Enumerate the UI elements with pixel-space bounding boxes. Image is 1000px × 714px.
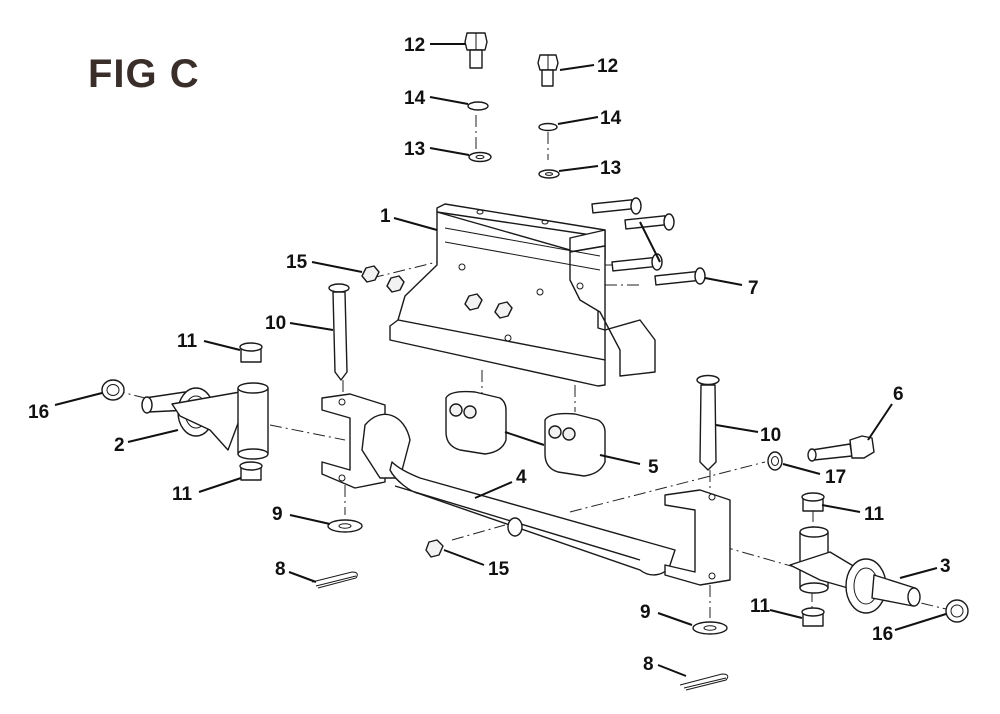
callout-5: 5 <box>648 457 659 478</box>
callout-9-right: 9 <box>640 602 651 623</box>
part-9-washer-right <box>692 621 728 635</box>
figure-title: FIG C <box>88 52 200 96</box>
part-5-block-left <box>445 390 507 455</box>
callout-16-right: 16 <box>872 624 893 645</box>
part-14-lockwasher-right <box>538 122 558 132</box>
part-4-axle <box>321 393 731 586</box>
part-10-pin-left <box>328 283 350 381</box>
callout-12-left: 12 <box>404 35 425 56</box>
callout-11-top-left: 11 <box>177 331 198 352</box>
part-12-bolt-right <box>537 54 559 87</box>
callout-17: 17 <box>825 467 846 488</box>
part-13-washer-right <box>538 169 560 179</box>
callout-4: 4 <box>516 467 527 488</box>
part-8-cotter-pin-left <box>311 571 358 589</box>
callout-14-right: 14 <box>600 108 622 129</box>
callout-15-upper: 15 <box>286 252 308 273</box>
callout-7: 7 <box>748 278 759 299</box>
part-5-block-right <box>544 412 606 477</box>
callout-8-right: 8 <box>643 654 654 675</box>
part-6-pivot-bolt <box>807 435 875 462</box>
part-11-bushing-bottom-right <box>801 607 825 627</box>
part-13-washer-left <box>468 151 492 163</box>
callout-10-right: 10 <box>760 425 781 446</box>
callout-11-top-right: 11 <box>864 504 885 525</box>
part-12-bolt-left <box>464 32 488 69</box>
part-17-washer <box>767 451 783 471</box>
callout-15-lower: 15 <box>488 559 510 580</box>
callout-16-left: 16 <box>28 402 49 423</box>
callout-14-left: 14 <box>404 88 426 109</box>
callout-9-left: 9 <box>272 504 283 525</box>
callout-6: 6 <box>893 384 904 405</box>
callout-1: 1 <box>380 206 391 227</box>
part-8-cotter-pin-right <box>679 673 729 691</box>
part-3-spindle-right <box>789 526 921 614</box>
part-11-bushing-bottom-left <box>239 461 263 481</box>
callout-11-bottom-left: 11 <box>172 484 193 505</box>
part-15-nuts-upper <box>361 265 513 319</box>
part-11-bushing-top-right <box>801 492 825 512</box>
callout-11-bottom-right: 11 <box>750 596 771 617</box>
callout-2: 2 <box>114 435 125 456</box>
callout-labels: 12 12 14 14 13 13 1 15 7 10 11 16 2 11 6… <box>28 35 951 675</box>
callout-10-left: 10 <box>265 313 286 334</box>
part-16-washer-left <box>101 379 125 401</box>
part-1-mounting-bracket <box>389 203 656 387</box>
part-7-bolts <box>591 197 706 286</box>
callout-12-right: 12 <box>597 56 618 77</box>
callout-3: 3 <box>940 556 951 577</box>
part-16-washer-right <box>945 599 969 623</box>
part-2-spindle-left <box>141 382 269 460</box>
callout-leaders <box>54 43 947 677</box>
callout-13-right: 13 <box>600 158 621 179</box>
part-11-bushing-top-left <box>239 342 263 363</box>
callout-13-left: 13 <box>404 139 425 160</box>
part-15-nut-lower <box>425 539 444 558</box>
callout-8-left: 8 <box>275 559 286 580</box>
part-10-pin-right <box>696 374 720 471</box>
part-14-lockwasher-left <box>467 101 489 111</box>
part-9-washer-left <box>327 519 363 533</box>
